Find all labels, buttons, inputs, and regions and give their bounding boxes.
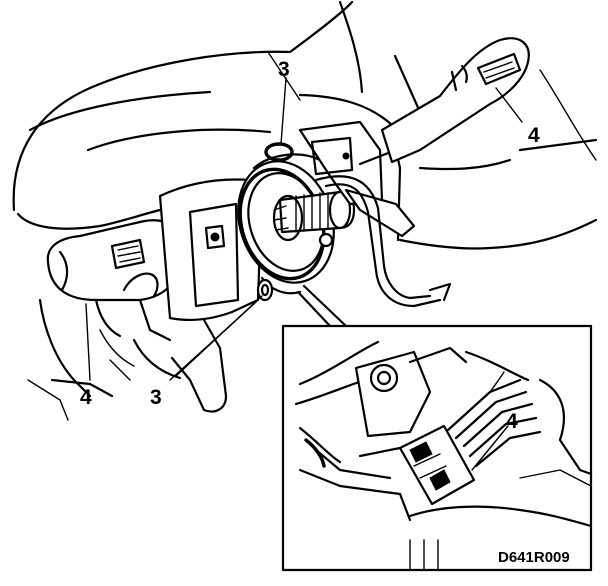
label-4-left: 4: [80, 386, 92, 409]
dashboard-outline: [12, 0, 598, 250]
screw-bottom: [256, 278, 274, 302]
label-4-inset: 4: [506, 410, 518, 433]
inset-drawing: [294, 340, 593, 571]
screw-top: [264, 142, 294, 162]
wiring-harness: [314, 175, 452, 308]
figure-code: D641R009: [498, 549, 570, 566]
clock-spring-assembly: [237, 153, 356, 295]
column-housing: [27, 178, 264, 421]
label-3-top: 3: [278, 58, 290, 81]
left-stalk: [46, 219, 184, 342]
leader-lines: [85, 77, 523, 471]
inset-detail: [281, 284, 593, 572]
right-stalk: [380, 37, 530, 164]
label-4-right: 4: [528, 124, 540, 147]
label-3-bottom: 3: [150, 386, 162, 409]
